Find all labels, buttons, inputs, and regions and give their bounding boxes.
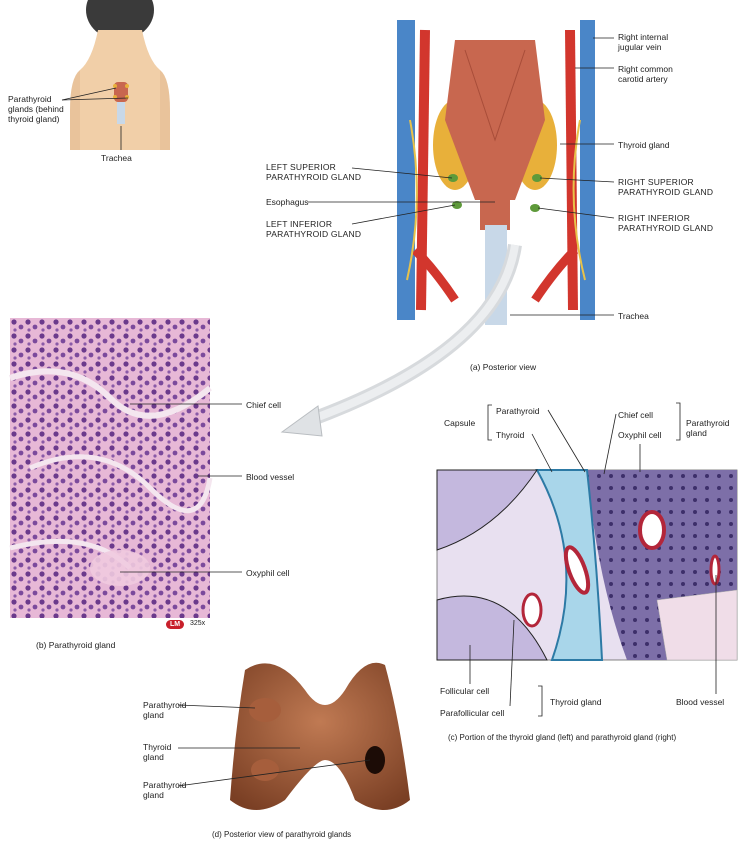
tissue-section-caption: (c) Portion of the thyroid gland (left) …	[448, 733, 676, 742]
specimen-caption: (d) Posterior view of parathyroid glands	[212, 830, 351, 839]
specimen-leaders	[0, 0, 420, 800]
